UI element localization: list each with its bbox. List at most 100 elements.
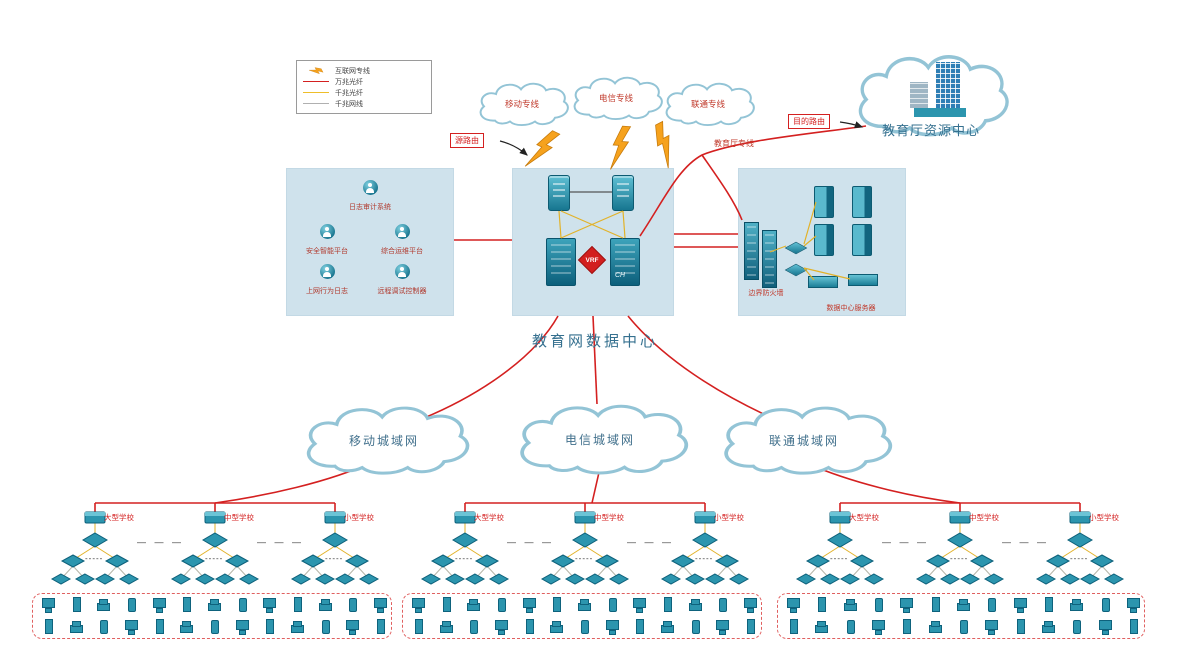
school-label: 小型学校 — [344, 513, 374, 522]
school-label: 大型学校 — [104, 513, 134, 522]
device-printer-icon — [290, 619, 304, 635]
omission-dashes-small: ----- — [695, 554, 714, 563]
red-line-swatch — [303, 81, 329, 82]
school-label: 中型学校 — [224, 513, 254, 522]
device-pc-icon — [345, 619, 360, 635]
device-pc-icon — [899, 597, 914, 613]
device-tower-icon — [814, 597, 828, 613]
school-label: 中型学校 — [594, 513, 624, 522]
mgmt-remote-debug: 远程调试控制器 — [367, 264, 437, 296]
device-tower-icon — [522, 619, 536, 635]
device-pc-icon — [715, 619, 730, 635]
legend-label: 千兆网线 — [335, 100, 363, 108]
device-phone-icon — [605, 597, 619, 613]
mgmt-label: 综合运维平台 — [381, 248, 423, 255]
firewall-label: 边界防火墙 — [748, 290, 784, 297]
cloud-unicom-metro: 联通城域网 — [710, 399, 898, 481]
device-phone-icon — [207, 619, 221, 635]
omission-dashes-small: ----- — [950, 554, 969, 563]
legend-row-10g: 万兆光纤 — [303, 76, 425, 87]
omission-dashes-small: ----- — [1070, 554, 1089, 563]
device-pc-icon — [1126, 597, 1140, 613]
device-printer-icon — [466, 597, 481, 613]
device-pc-icon — [41, 597, 55, 613]
cloud-mobile-metro: 移动城域网 — [293, 399, 475, 481]
device-tower-icon — [899, 619, 913, 635]
device-phone-icon — [1098, 597, 1112, 613]
omission-dashes-large: — — — — [507, 537, 555, 547]
legend: 互联网专线 万兆光纤 千兆光纤 千兆网线 — [296, 60, 432, 114]
legend-label: 万兆光纤 — [335, 78, 363, 86]
cloud-label: 电信城域网 — [564, 432, 635, 447]
school-2-2: 中型学校 ----- — [530, 510, 640, 595]
cloud-label: 电信专线 — [598, 93, 633, 103]
device-tower-icon — [290, 597, 304, 613]
device-printer-icon — [956, 597, 970, 613]
datacenter-title: 教育网数据中心 — [531, 333, 658, 350]
school-label: 小型学校 — [1089, 513, 1119, 522]
device-tower-icon — [928, 597, 942, 613]
device-tower-icon — [179, 597, 193, 613]
device-pc-icon — [152, 597, 166, 613]
omission-dashes-small: ----- — [455, 554, 474, 563]
cloud-label: 移动专线 — [504, 99, 539, 109]
device-tower-icon — [41, 619, 55, 635]
device-pc-icon — [262, 597, 277, 613]
device-tower-icon — [549, 597, 563, 613]
device-printer-icon — [96, 597, 111, 613]
device-printer-icon — [814, 619, 829, 635]
end-devices-strip — [32, 593, 392, 639]
cloud-unicom-line: 联通专线 — [658, 78, 758, 130]
device-phone-icon — [466, 619, 480, 635]
device-phone-icon — [318, 619, 332, 635]
security-platform-icon — [319, 224, 335, 239]
device-pc-icon — [522, 597, 536, 613]
mgmt-label: 远程调试控制器 — [377, 288, 427, 295]
omission-dashes-small: ----- — [205, 554, 224, 563]
device-phone-icon — [96, 619, 110, 635]
omission-dashes-large: — — — — [627, 537, 675, 547]
device-tower-icon — [632, 619, 646, 635]
omission-dashes-small: ----- — [85, 554, 104, 563]
core-switch-label: CH — [615, 272, 626, 279]
device-printer-icon — [843, 597, 857, 613]
mgmt-label: 日志审计系统 — [349, 204, 391, 211]
device-tower-icon — [439, 597, 453, 613]
device-printer-icon — [660, 619, 674, 635]
device-phone-icon — [124, 597, 138, 613]
school-2-3: 小型学校----- — [650, 510, 760, 595]
device-phone-icon — [984, 597, 998, 613]
school-1-1: 大型学校 ----- — [40, 510, 150, 595]
lightning-icon — [303, 65, 329, 77]
device-tower-icon — [152, 619, 166, 635]
cloud-telecom-line: 电信专线 — [566, 72, 666, 124]
omission-dashes-small: ----- — [575, 554, 594, 563]
behavior-log-icon — [319, 264, 335, 279]
device-pc-icon — [871, 619, 885, 635]
device-printer-icon — [549, 619, 564, 635]
end-devices-strip — [402, 593, 762, 639]
dest-route-tag: 目的路由 — [788, 114, 830, 129]
resource-center-buildings — [900, 60, 992, 120]
device-pc-icon — [605, 619, 619, 635]
device-phone-icon — [345, 597, 359, 613]
mgmt-log-audit: 日志审计系统 — [335, 180, 405, 212]
building-icon — [910, 82, 928, 108]
edu-dept-line-label: 教育厅专线 — [714, 139, 754, 148]
device-phone-icon — [494, 597, 508, 613]
device-printer-icon — [1069, 597, 1084, 613]
edge-router-1 — [548, 175, 570, 211]
school-3-2: 中型学校----- — [905, 510, 1015, 595]
device-pc-icon — [743, 597, 757, 613]
device-tower-icon — [411, 619, 425, 635]
source-route-tag: 源路由 — [450, 133, 484, 148]
end-devices-strip — [777, 593, 1145, 639]
mgmt-label: 上网行为日志 — [306, 288, 348, 295]
cloud-telecom-metro: 电信城域网 — [506, 397, 694, 481]
device-tower-icon — [1013, 619, 1027, 635]
device-tower-icon — [743, 619, 757, 635]
device-phone-icon — [235, 597, 249, 613]
device-pc-icon — [411, 597, 425, 613]
cloud-label: 联通城域网 — [768, 433, 839, 448]
